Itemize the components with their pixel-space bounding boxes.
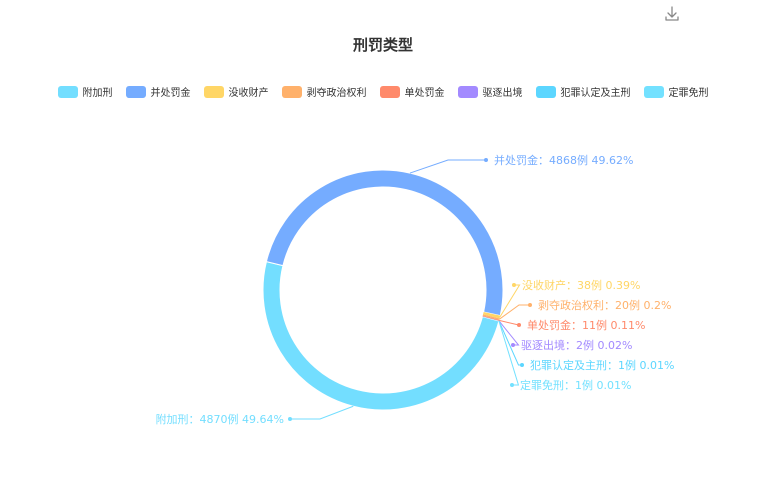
legend-swatch — [203, 85, 224, 98]
data-label: 单处罚金：11例 0.11% — [527, 318, 645, 332]
leader-dot — [517, 323, 521, 327]
legend-item[interactable]: 犯罪认定及主刑 — [535, 84, 631, 99]
legend-item[interactable]: 定罪免刑 — [643, 84, 709, 99]
leader-dot — [528, 303, 532, 307]
pie-slice[interactable] — [262, 260, 500, 411]
pie-slice[interactable] — [482, 315, 500, 321]
legend-swatch — [643, 85, 664, 98]
leader-dot — [520, 363, 524, 367]
pie-slice[interactable] — [482, 314, 500, 320]
legend-swatch — [457, 85, 478, 98]
data-label: 剥夺政治权利：20例 0.2% — [538, 298, 671, 312]
data-label: 附加刑：4870例 49.64% — [156, 412, 284, 426]
pie-slice[interactable] — [482, 316, 499, 322]
pie-slice[interactable] — [482, 316, 499, 321]
data-label: 犯罪认定及主刑：1例 0.01% — [530, 358, 674, 372]
pie-slice[interactable] — [265, 169, 504, 317]
legend-swatch — [379, 85, 400, 98]
legend-swatch — [281, 85, 302, 98]
data-label: 没收财产：38例 0.39% — [522, 278, 640, 292]
leader-line — [409, 159, 486, 174]
data-label: 定罪免刑：1例 0.01% — [520, 378, 631, 392]
leader-dot — [484, 158, 488, 162]
legend-label: 犯罪认定及主刑 — [560, 88, 631, 99]
download-button[interactable] — [662, 4, 682, 24]
leader-dot — [288, 417, 292, 421]
leader-line — [498, 320, 520, 386]
legend-label: 附加刑 — [82, 88, 113, 99]
legend-label: 剥夺政治权利 — [306, 88, 367, 99]
legend-swatch — [57, 85, 78, 98]
legend-item[interactable]: 并处罚金 — [125, 84, 191, 99]
legend-label: 没收财产 — [228, 88, 269, 99]
leader-dot — [512, 283, 516, 287]
legend-item[interactable]: 驱逐出境 — [457, 84, 523, 99]
chart-title: 刑罚类型 — [352, 36, 413, 54]
chart-legend: 附加刑 并处罚金 没收财产 剥夺政治权利 单处罚金 驱逐出境 犯罪认定及主刑 定罪免刑 — [0, 84, 766, 99]
legend-label: 驱逐出境 — [482, 88, 523, 99]
download-icon — [665, 6, 679, 21]
leader-line — [499, 304, 530, 320]
legend-label: 定罪免刑 — [668, 88, 709, 99]
legend-item[interactable]: 剥夺政治权利 — [281, 84, 367, 99]
legend-swatch — [535, 85, 556, 98]
legend-item[interactable]: 没收财产 — [203, 84, 269, 99]
data-label: 驱逐出境：2例 0.02% — [521, 338, 632, 352]
legend-item[interactable]: 附加刑 — [57, 84, 113, 99]
data-label: 并处罚金：4868例 49.62% — [494, 153, 633, 167]
leader-dot — [510, 383, 514, 387]
legend-label: 并处罚金 — [150, 88, 191, 99]
pie-slice[interactable] — [483, 311, 501, 319]
leader-line — [290, 405, 354, 420]
legend-swatch — [125, 85, 146, 98]
legend-label: 单处罚金 — [404, 88, 445, 99]
leader-dot — [511, 343, 515, 347]
legend-item[interactable]: 单处罚金 — [379, 84, 445, 99]
pie-slice[interactable] — [482, 316, 499, 321]
